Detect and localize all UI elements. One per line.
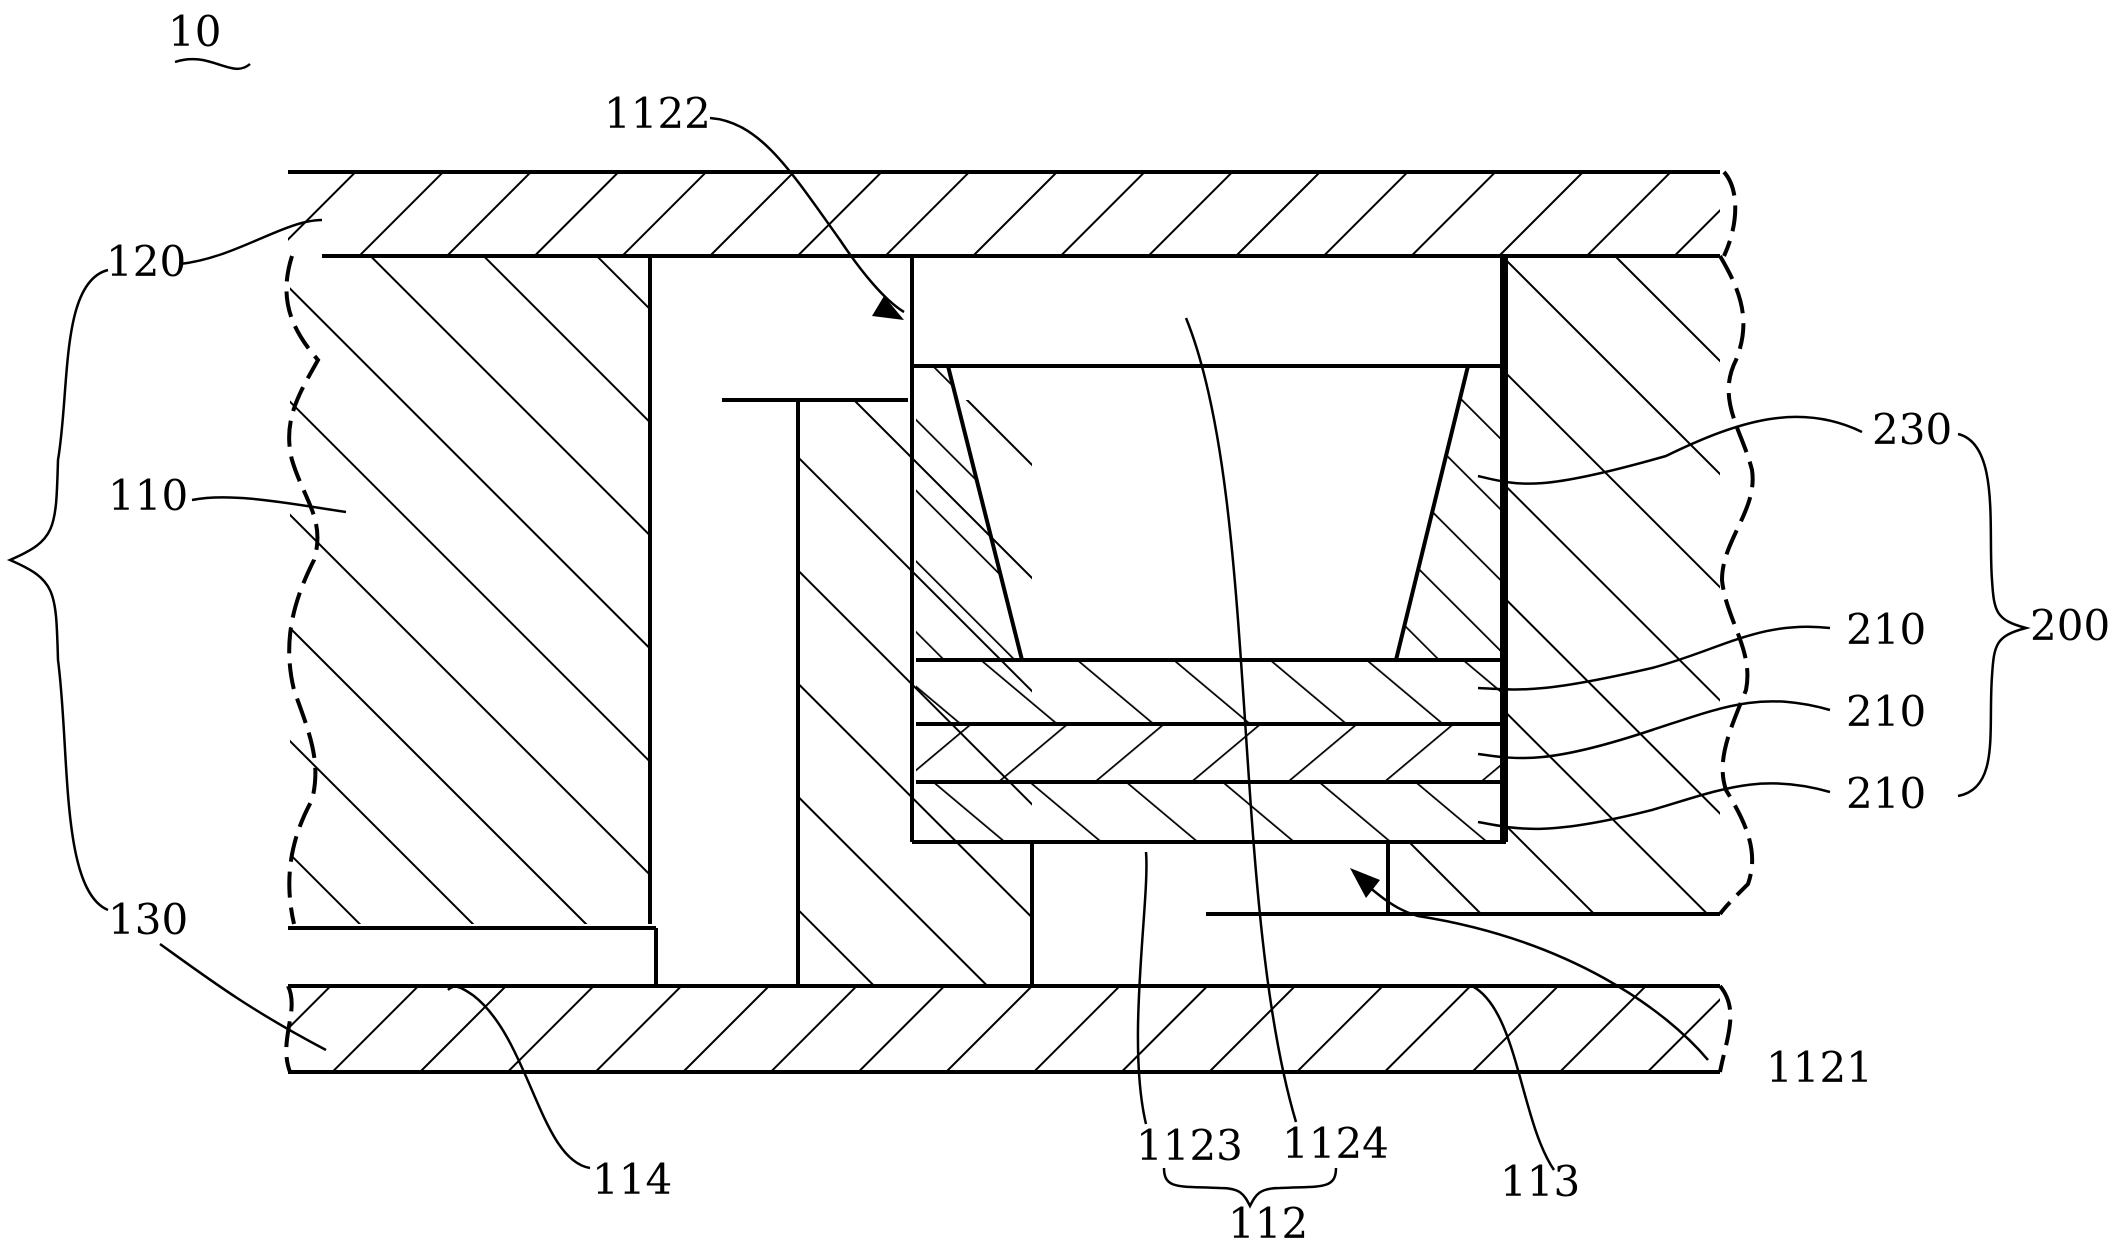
body-110-right-block bbox=[1206, 256, 1720, 916]
label-1123: 1123 bbox=[1136, 1121, 1243, 1170]
label-230: 230 bbox=[1872, 405, 1952, 454]
label-1122: 1122 bbox=[604, 89, 711, 138]
ring-230 bbox=[916, 364, 1502, 662]
label-130: 130 bbox=[108, 895, 188, 944]
label-200: 200 bbox=[2030, 601, 2110, 650]
label-1124: 1124 bbox=[1282, 1119, 1389, 1168]
channel-114-ledge bbox=[288, 926, 658, 986]
label-210-top: 210 bbox=[1846, 605, 1926, 654]
label-1121: 1121 bbox=[1766, 1043, 1873, 1092]
top-plate-120 bbox=[288, 170, 1720, 258]
label-114: 114 bbox=[592, 1155, 672, 1204]
label-110: 110 bbox=[108, 471, 188, 520]
layers-210-stack bbox=[916, 658, 1506, 844]
body-110-left-block bbox=[290, 256, 652, 924]
leader-lines bbox=[6, 57, 2031, 1209]
label-210-bottom: 210 bbox=[1846, 769, 1926, 818]
label-120: 120 bbox=[106, 237, 186, 286]
label-112: 112 bbox=[1228, 1199, 1308, 1248]
label-10: 10 bbox=[168, 7, 221, 56]
label-113: 113 bbox=[1500, 1157, 1580, 1206]
reference-labels: 10 1122 120 110 130 114 1123 1124 112 11… bbox=[106, 7, 2110, 1248]
label-210-middle: 210 bbox=[1846, 687, 1926, 736]
break-lines bbox=[284, 170, 1755, 1073]
